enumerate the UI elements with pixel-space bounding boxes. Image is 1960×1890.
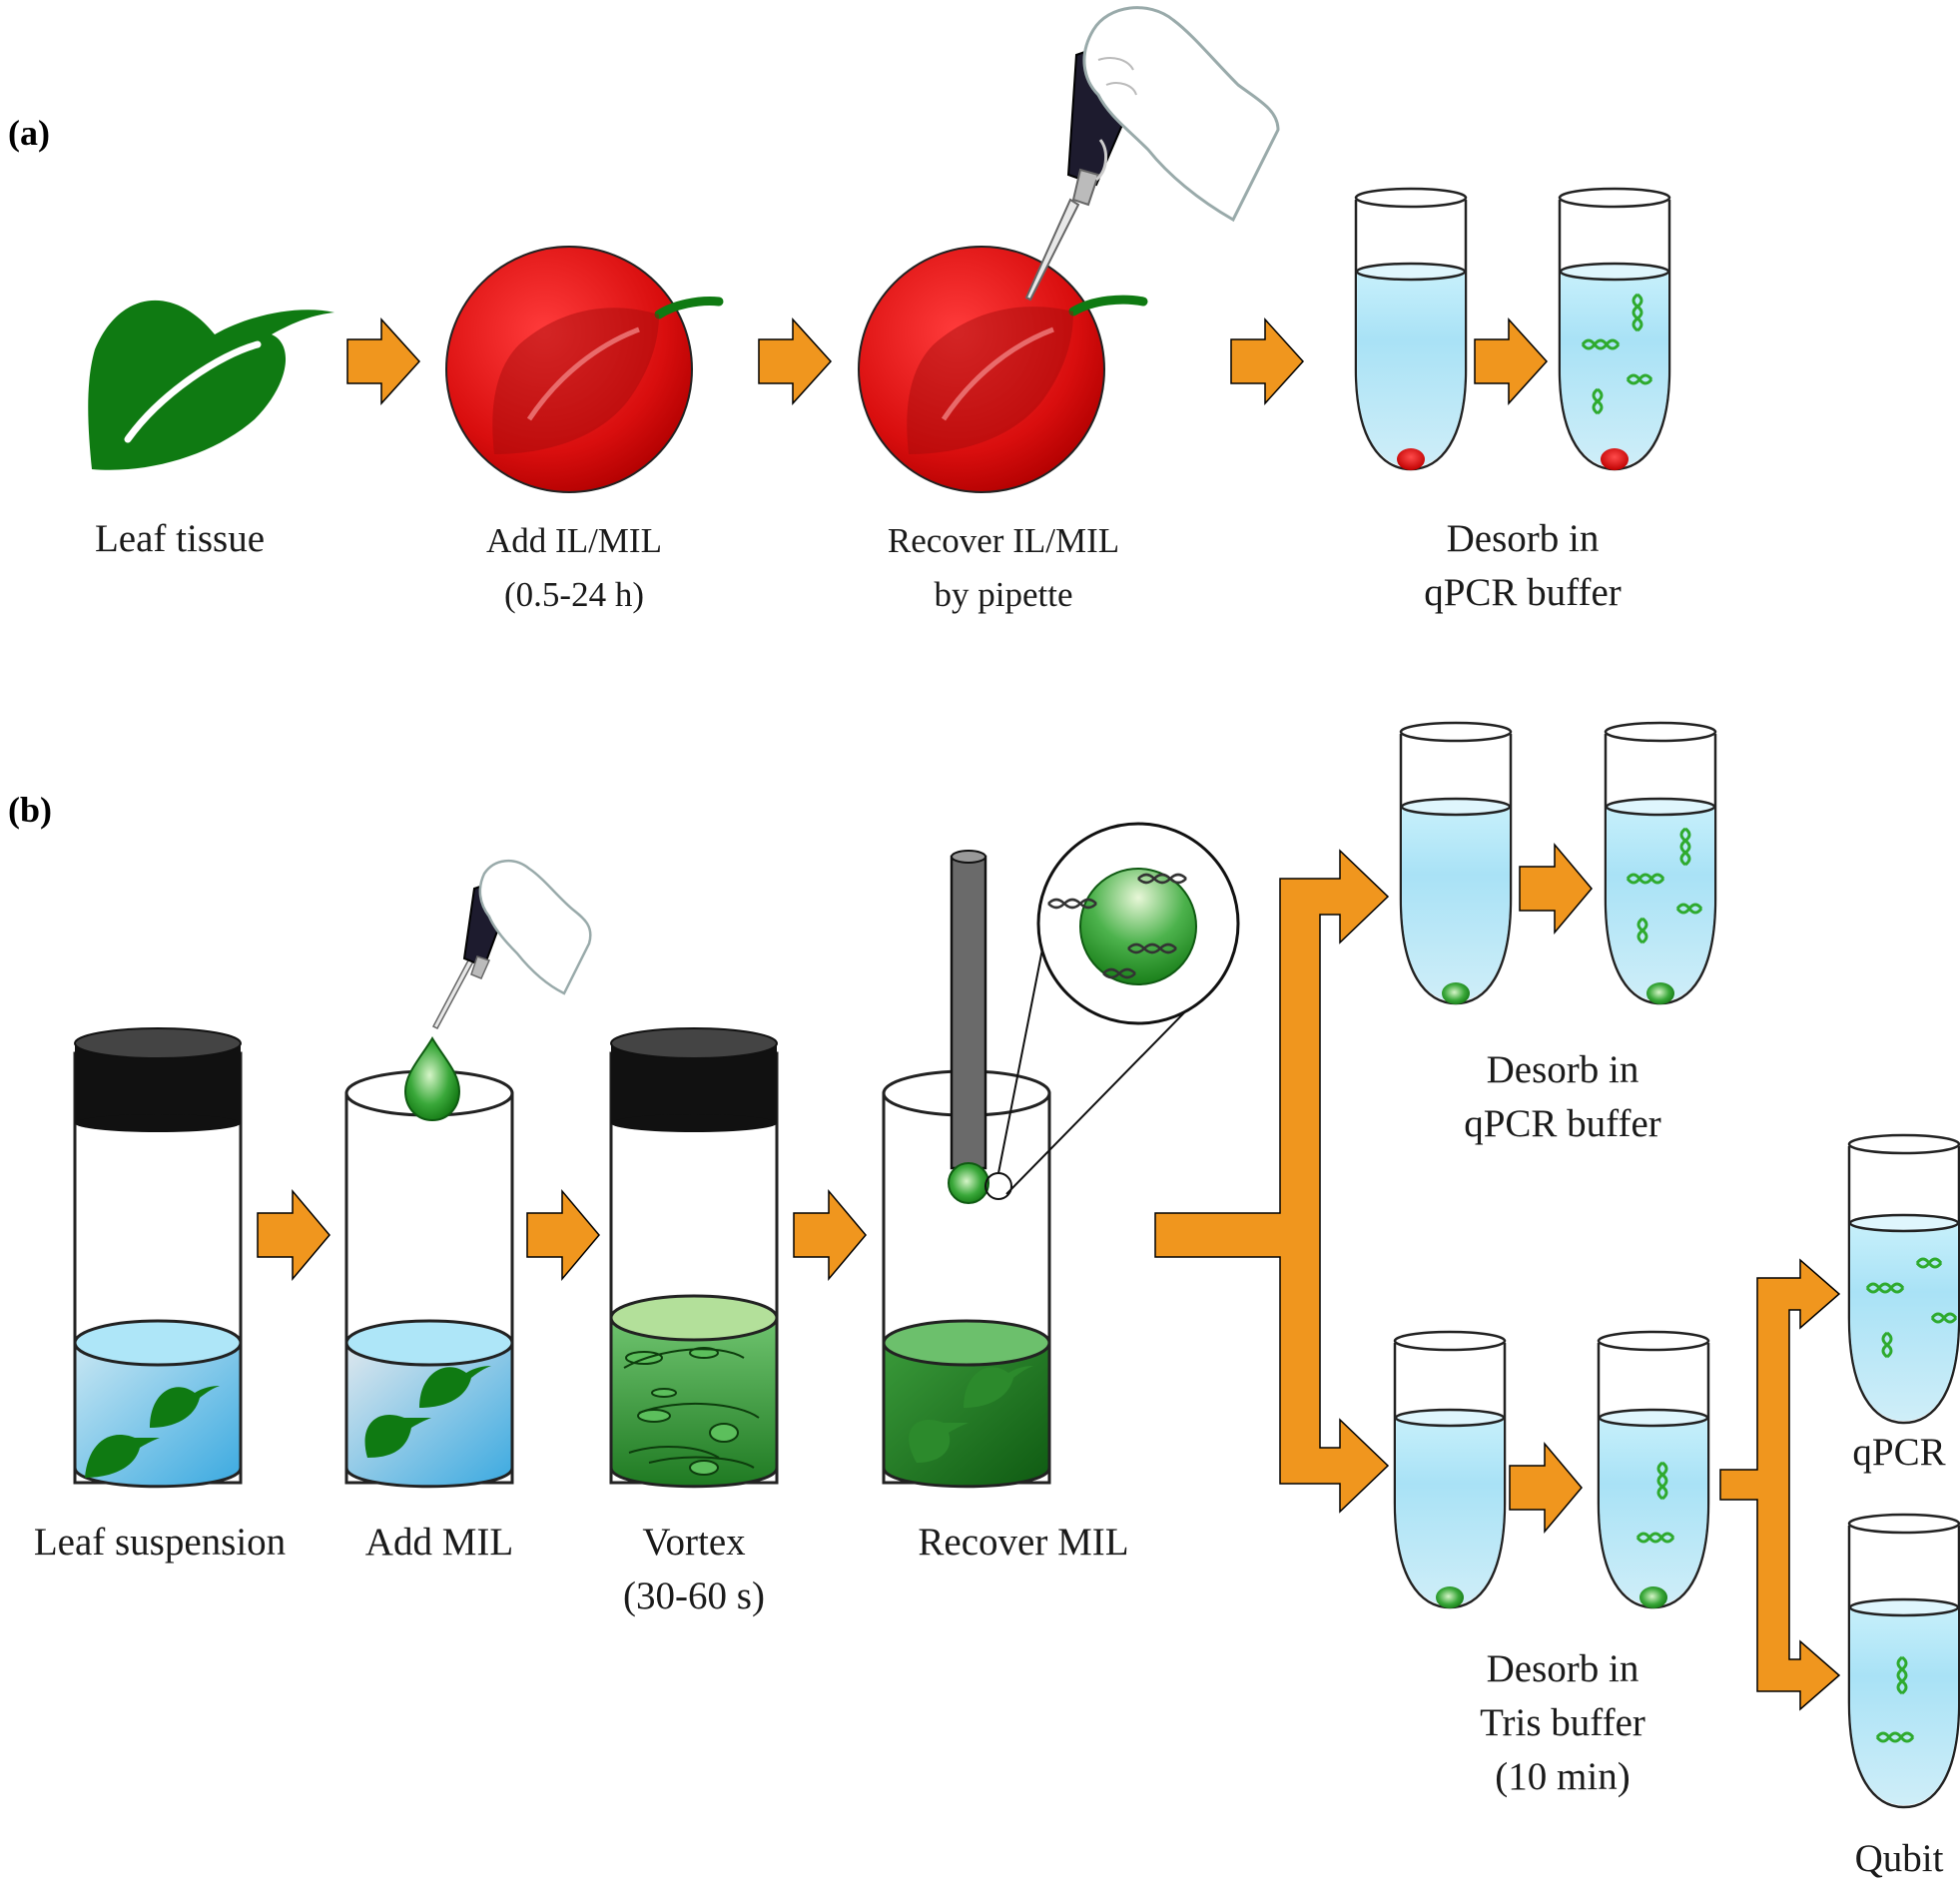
tube-a2: [1558, 187, 1671, 471]
panel-letter-b: (b): [8, 790, 52, 830]
label-add-mil: Add MIL: [329, 1516, 549, 1570]
label-leaf-tissue: Leaf tissue: [60, 512, 300, 566]
arrow-b1: [257, 1188, 330, 1282]
dna-icon: [1635, 1461, 1675, 1544]
label-line: Recover MIL: [918, 1521, 1129, 1564]
label-line: (0.5-24 h): [504, 575, 644, 614]
tube-qubit: [1847, 1513, 1960, 1809]
label-recover-mil: Recover MIL: [879, 1516, 1168, 1570]
label-line: by pipette: [934, 575, 1073, 614]
tube-b1: [1399, 721, 1513, 1005]
label-line: qPCR buffer: [1424, 571, 1622, 614]
pipette-hand-icon: [1024, 6, 1280, 302]
pipette-hand-icon-small: [431, 860, 592, 1029]
arrow-a2: [758, 317, 833, 405]
branch-arrow-2: [1719, 1258, 1841, 1711]
zoom-inset: [1036, 822, 1240, 1025]
label-output-qubit: Qubit: [1854, 1837, 1944, 1880]
label-desorb-qpcr-b: Desorb in qPCR buffer: [1413, 1043, 1712, 1151]
leaf-icon: [909, 1366, 1033, 1463]
leaf-icon: [85, 1386, 220, 1478]
tube-b2: [1604, 721, 1717, 1005]
vial-leaf-suspension: [73, 1027, 243, 1489]
label-line: Add MIL: [364, 1521, 514, 1564]
dna-icon: [1581, 293, 1653, 415]
label-leaf-suspension: Leaf suspension: [5, 1516, 315, 1570]
tube-qpcr: [1847, 1133, 1960, 1425]
vial-vortex: [609, 1027, 779, 1489]
label-vortex: Vortex (30-60 s): [574, 1516, 814, 1623]
arrow-a4: [1474, 317, 1549, 405]
mil-droplet-icon: [403, 1036, 461, 1122]
label-output-qpcr: qPCR: [1852, 1431, 1946, 1474]
label-line: qPCR buffer: [1464, 1102, 1661, 1145]
dna-icon: [1865, 1257, 1958, 1359]
mil-bead-icon: [948, 1162, 989, 1204]
arrow-b4: [1519, 842, 1593, 936]
vortex-swirl: [623, 1347, 760, 1476]
dna-icon: [1047, 873, 1187, 979]
tube-b3: [1393, 1330, 1507, 1609]
label-desorb-tris: Desorb in Tris buffer (10 min): [1413, 1642, 1712, 1804]
leaf-icon: [364, 1366, 491, 1458]
label-line: (10 min): [1495, 1755, 1631, 1798]
label-line: Desorb in: [1486, 1647, 1639, 1690]
arrow-b3: [793, 1188, 867, 1282]
vial-recover-mil: [882, 850, 1204, 1489]
branch-arrow: [1154, 849, 1390, 1514]
arrow-b2: [526, 1188, 600, 1282]
label-line: Vortex: [642, 1521, 746, 1564]
arrow-a3: [1230, 317, 1305, 405]
label-line: Tris buffer: [1480, 1701, 1645, 1744]
tube-b4: [1597, 1330, 1710, 1609]
recover-droplet-icon: [858, 246, 1148, 493]
il-mil-droplet-icon: [445, 246, 724, 493]
label-line: Add IL/MIL: [486, 521, 662, 560]
dna-icon: [1875, 1655, 1915, 1743]
arrow-b5: [1509, 1441, 1583, 1535]
tube-a1: [1354, 187, 1468, 471]
panel-letter-a: (a): [8, 113, 50, 153]
magnetic-rod: [950, 855, 987, 1170]
leaf-tissue-icon: [88, 300, 334, 470]
arrow-a1: [346, 317, 421, 405]
label-add-il-mil: Add IL/MIL (0.5-24 h): [439, 514, 709, 622]
vial-add-mil: [344, 1036, 514, 1489]
label-desorb-qpcr-a: Desorb in qPCR buffer: [1373, 512, 1672, 620]
dna-icon: [1626, 827, 1703, 945]
label-line: Leaf tissue: [94, 517, 265, 560]
label-line: Desorb in: [1486, 1048, 1639, 1091]
label-recover-il-mil: Recover IL/MIL by pipette: [854, 514, 1153, 622]
label-line: Leaf suspension: [33, 1521, 287, 1564]
label-line: (30-60 s): [623, 1575, 765, 1617]
label-line: Recover IL/MIL: [887, 521, 1120, 560]
label-line: Desorb in: [1446, 517, 1600, 560]
